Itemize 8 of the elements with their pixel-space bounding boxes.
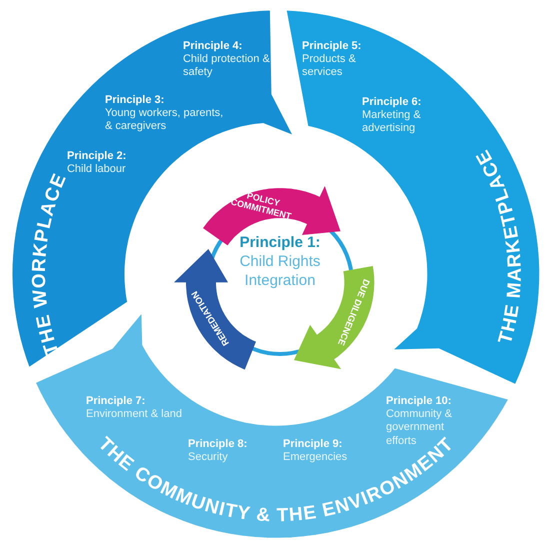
principle-text: Principle 7: Environment & land (86, 394, 183, 422)
principle-text: Principle 4: Child protection & safety (182, 40, 271, 80)
principle-text: Principle 2: Child labour (66, 150, 128, 176)
principle-text: Principle 5: Products & services (302, 40, 362, 80)
center-text: Principle 1: Child Rights Integration (238, 234, 322, 290)
principle-text: Principle 8: Security (188, 438, 248, 464)
principle-text: Principle 6: Marketing & advertising (362, 96, 422, 136)
principle-text: Principle 3: Young workers, parents, & caregivers (104, 94, 224, 134)
